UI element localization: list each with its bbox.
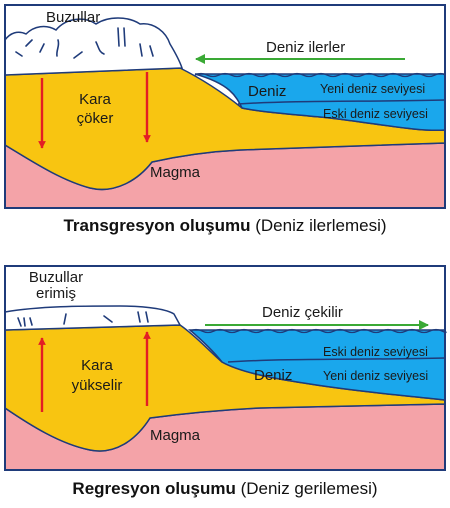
sea-label: Deniz [248, 83, 286, 100]
panel-frame [4, 265, 446, 471]
new-sea-level-label: Yeni deniz seviyesi [320, 82, 425, 96]
old-sea-level-label: Eski deniz seviyesi [323, 107, 428, 121]
caption-bold: Transgresyon oluşumu [63, 216, 251, 235]
old-sea-level-line [237, 99, 446, 105]
sea-retreats-label: Deniz çekilir [262, 304, 343, 321]
sea-advances-label: Deniz ilerler [266, 39, 345, 56]
sea-label: Deniz [254, 367, 292, 384]
glaciers-label-line2: erimiş [36, 285, 76, 302]
regression-caption: Regresyon oluşumu (Deniz gerilemesi) [0, 479, 450, 499]
land-label-line1: Kara [81, 357, 113, 374]
caption-normal: (Deniz gerilemesi) [240, 479, 378, 498]
land-label-line1: Kara [79, 91, 111, 108]
regression-diagram: Buzullar erimiş Deniz çekilir Eski deniz… [4, 265, 447, 471]
old-sea-level-label: Eski deniz seviyesi [323, 345, 428, 359]
old-sea-level-line [189, 328, 447, 334]
melted-glacier [4, 305, 182, 331]
new-sea-level-label: Yeni deniz seviyesi [323, 369, 428, 383]
new-sea-level-line [227, 357, 446, 363]
panel-frame [4, 4, 446, 209]
sea-water [187, 329, 446, 401]
glacier-cracks [15, 27, 154, 59]
glaciers-label: Buzullar [46, 9, 100, 26]
glaciers-label-line1: Buzullar [29, 269, 83, 286]
transgression-diagram: Buzullar Deniz ilerler Deniz Yeni deniz … [4, 4, 446, 209]
magma-label: Magma [150, 427, 201, 444]
land-label-line2: çöker [77, 110, 114, 127]
magma-label: Magma [150, 164, 201, 181]
transgression-caption: Transgresyon oluşumu (Deniz ilerlemesi) [0, 216, 450, 236]
caption-bold: Regresyon oluşumu [72, 479, 236, 498]
glacier-cracks [17, 311, 149, 327]
new-sea-level-line [194, 72, 446, 78]
land-label-line2: yükselir [72, 377, 123, 394]
glacier [4, 17, 184, 76]
caption-normal: (Deniz ilerlemesi) [255, 216, 387, 235]
